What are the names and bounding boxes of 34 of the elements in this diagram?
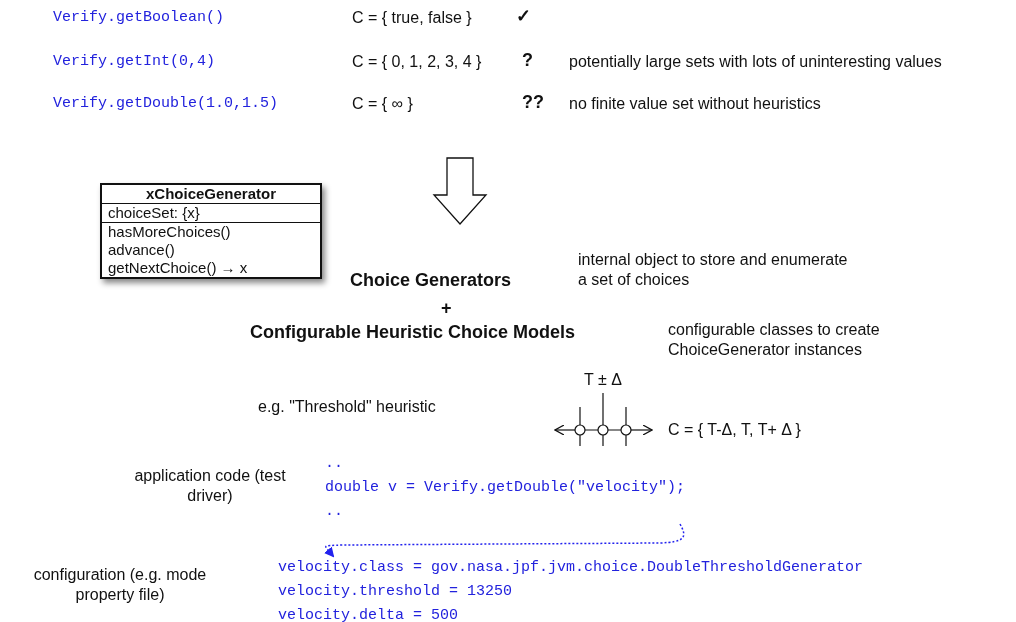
question-mark: ?: [522, 50, 533, 70]
code-line: ..: [325, 502, 344, 522]
plus-sign: +: [441, 298, 452, 318]
set-text: C = { 0, 1, 2, 3, 4 }: [352, 52, 482, 72]
code-line: ..: [325, 454, 344, 474]
code-line: velocity.class = gov.nasa.jpf.jvm.choice.DoubleThresholdGenerator: [278, 558, 864, 578]
class-box: [100, 183, 322, 279]
set-text: C = { T-Δ, T, T+ Δ }: [668, 420, 801, 440]
method-text: getNextChoice() → x: [107, 259, 249, 277]
code-line: velocity.threshold = 13250: [278, 582, 514, 602]
dotted-arrow: [324, 523, 685, 558]
axis-label: T ± Δ: [584, 370, 622, 390]
function-call: Verify.getBoolean(): [53, 8, 225, 28]
side-label: configuration (e.g. mode property file): [32, 565, 208, 605]
function-call: Verify.getInt(0,4): [53, 52, 216, 72]
check-mark: ✓: [516, 6, 531, 26]
function-call: Verify.getDouble(1.0,1.5): [53, 94, 279, 114]
heading: Configurable Heuristic Choice Models: [250, 322, 576, 342]
attribute-text: choiceSet: {x}: [102, 204, 320, 223]
method-text: hasMoreChoices(): [107, 223, 232, 241]
note-text: no finite value set without heuristics: [569, 94, 821, 114]
code-line: double v = Verify.getDouble("velocity");: [325, 478, 686, 498]
code-line: velocity.delta = 500: [278, 606, 460, 622]
method-text: advance(): [107, 241, 176, 259]
heading: Choice Generators: [350, 270, 512, 290]
set-text: C = { ∞ }: [352, 94, 413, 114]
note-text: internal object to store and enumerate a set of choices: [578, 250, 848, 290]
question-mark: ??: [522, 92, 544, 112]
note-text: potentially large sets with lots of uninteresting values: [569, 52, 942, 72]
note-text: configurable classes to create ChoiceGenerator instances: [668, 320, 881, 360]
note-text: e.g. "Threshold" heuristic: [258, 397, 436, 417]
side-label: application code (test driver): [133, 466, 287, 506]
class-name: xChoiceGenerator: [102, 185, 320, 204]
set-text: C = { true, false }: [352, 8, 472, 28]
